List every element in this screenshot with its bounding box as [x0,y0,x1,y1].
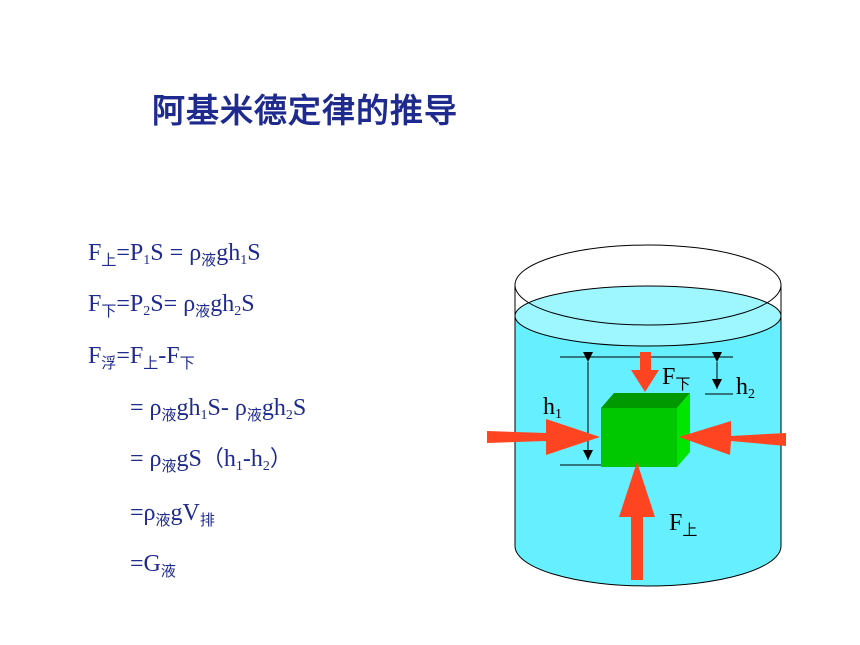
cube-side-face [677,393,690,467]
arrow-up-force [619,462,655,580]
equation-line-3: F浮=F上-F下 [88,343,195,372]
equation-line-4: = ρ液gh1S- ρ液gh2S [130,395,307,424]
label-h1: h1 [543,394,562,422]
arrow-left-side-force [487,419,600,455]
water-surface [514,285,782,347]
beaker-rim [514,244,782,326]
equation-line-6: =ρ液gV排 [130,500,215,529]
equation-line-5: = ρ液gS（h1-h2） [130,446,292,475]
label-f-up: F上 [669,510,698,539]
cube-front-face [601,408,677,467]
equation-line-2: F下=P2S= ρ液gh2S [88,291,255,320]
equation-line-1: F上=P1S = ρ液gh1S [88,240,261,269]
label-h2: h2 [736,374,755,402]
cube-top-face [601,393,690,408]
equation-line-7: =G液 [130,551,176,580]
label-f-down: F下 [662,364,691,393]
arrow-down-force [631,352,659,392]
slide-title: 阿基米德定律的推导 [152,91,458,130]
arrow-right-side-force [679,421,786,455]
